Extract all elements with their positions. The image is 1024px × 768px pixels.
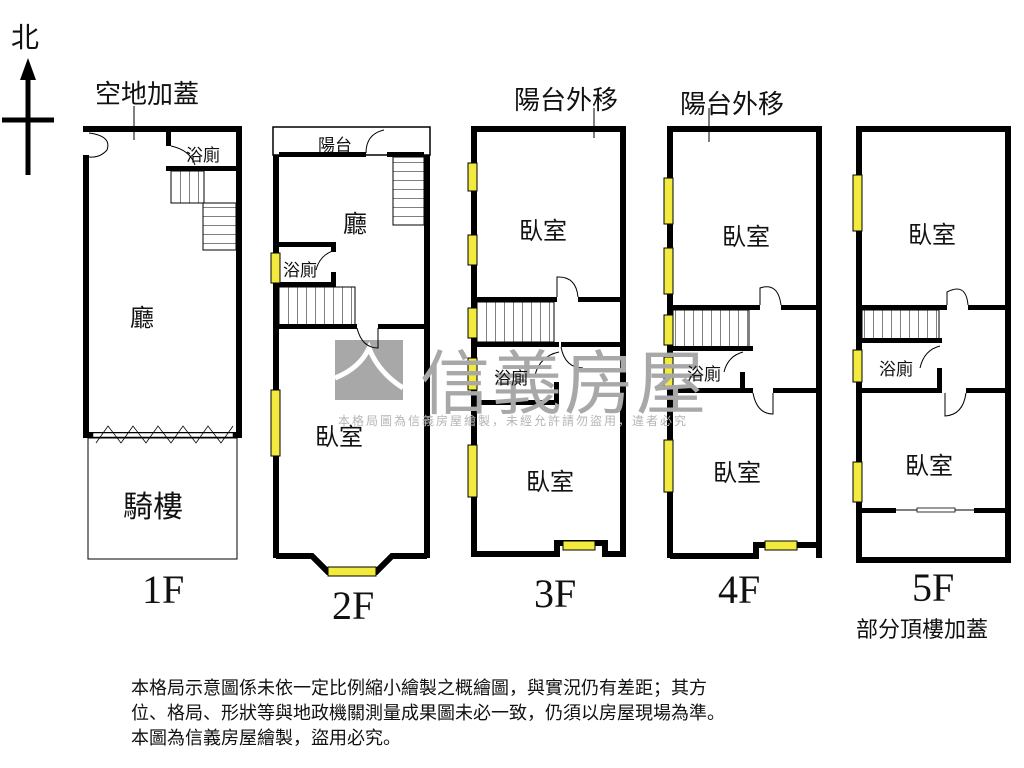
room-2f-bedroom: 臥室: [315, 423, 363, 451]
room-4f-bedroom-front: 臥室: [722, 223, 770, 251]
room-3f-bedroom-rear: 臥室: [526, 468, 574, 496]
floor-1f-label: 1F: [142, 567, 185, 612]
room-5f-bathroom: 浴廁: [879, 360, 913, 380]
watermark-logo-icon: [334, 340, 405, 400]
floor-5f-subtitle: 部分頂樓加蓋: [856, 618, 989, 643]
watermark-brand: 信義房屋: [420, 343, 708, 425]
floor-5f-label: 5F: [912, 565, 955, 610]
floor-4f-annotation: 陽台外移: [680, 90, 785, 120]
disclaimer-line: 本圖為信義房屋繪製，盜用必究。: [131, 728, 401, 749]
floor-2f-plan: [270, 126, 431, 577]
north-arrow-icon: [2, 58, 54, 175]
disclaimer-line: 位、格局、形狀等與地政機關測量成果圖未必一致，仍須以房屋現場為準。: [131, 703, 725, 724]
compass-north-label: 北: [11, 21, 40, 54]
floor-2f-label: 2F: [332, 583, 375, 628]
room-4f-bedroom-rear: 臥室: [713, 459, 761, 487]
room-5f-bedroom-front: 臥室: [908, 221, 956, 249]
floor-5f-plan: [852, 126, 1011, 563]
room-5f-bedroom-rear: 臥室: [905, 452, 953, 480]
room-3f-bedroom-front: 臥室: [519, 217, 567, 245]
floor-4f-plan: [663, 108, 822, 559]
room-1f-bathroom: 浴廁: [186, 146, 220, 166]
floor-3f-label: 3F: [534, 571, 577, 616]
room-2f-bathroom: 浴廁: [283, 261, 317, 281]
disclaimer-line: 本格局示意圖係未依一定比例縮小繪製之概繪圖，與實況仍有差距；其方: [131, 678, 707, 699]
room-3f-bathroom: 浴廁: [494, 369, 528, 389]
disclaimer: 本格局示意圖係未依一定比例縮小繪製之概繪圖，與實況仍有差距；其方 位、格局、形狀…: [131, 676, 931, 751]
room-2f-balcony: 陽台: [318, 136, 352, 156]
floor-3f-annotation: 陽台外移: [514, 86, 619, 116]
floor-4f-label: 4F: [718, 567, 761, 612]
room-1f-arcade: 騎樓: [123, 490, 183, 525]
floor-3f-plan: [467, 108, 626, 557]
floor-1f-annotation: 空地加蓋: [95, 80, 200, 110]
watermark-notice: 本格局圖為信義房屋繪製，未經允許請勿盜用，違者必究: [338, 414, 689, 428]
floor-1f-plan: [83, 106, 242, 560]
room-4f-bathroom: 浴廁: [687, 365, 721, 385]
room-1f-living: 廳: [130, 304, 154, 332]
room-2f-living: 廳: [343, 210, 367, 238]
